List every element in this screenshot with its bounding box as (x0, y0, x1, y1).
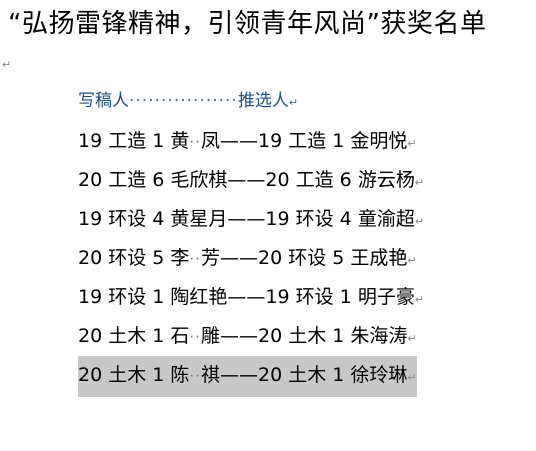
dash-separator: —— (227, 169, 266, 191)
recommender-class: 19 环设 1 (265, 286, 352, 308)
dash-separator: —— (227, 208, 266, 230)
writer-name: 石 (170, 325, 190, 347)
name-spacer: ·· (189, 250, 201, 268)
name-spacer: ·· (189, 328, 201, 346)
empty-paragraph[interactable]: ↵ (2, 56, 11, 72)
writer-name: 黄星月 (170, 208, 228, 230)
recommender-name: 王成艳 (350, 247, 408, 269)
dash-separator: —— (219, 364, 258, 386)
writer-name: 黄 (170, 130, 190, 152)
writer-class: 20 工造 6 (78, 169, 165, 191)
award-row-text: 20 土木 1 石··雕——20 土木 1 朱海涛↵ (78, 325, 417, 347)
writer-name: 陶红艳 (170, 286, 228, 308)
recommender-name: 金明悦 (350, 130, 408, 152)
award-list: 19 工造 1 黄··凤——19 工造 1 金明悦↵ 20 工造 6 毛欣棋——… (78, 122, 424, 397)
recommender-name: 明子豪 (357, 286, 415, 308)
paragraph-mark-icon: ↵ (407, 137, 417, 150)
award-row-text: 20 工造 6 毛欣棋——20 工造 6 游云杨↵ (78, 169, 424, 191)
writer-name: 毛欣棋 (170, 169, 228, 191)
paragraph-mark-icon: ↵ (414, 215, 425, 228)
recommender-label: 推选人 (237, 91, 289, 111)
writer-name-end: 芳 (200, 247, 220, 269)
recommender-class: 19 工造 1 (257, 130, 345, 152)
name-spacer: ·· (189, 367, 201, 385)
recommender-name: 童渝超 (357, 208, 415, 230)
recommender-name: 徐玲琳 (350, 364, 408, 386)
dash-separator: —— (219, 325, 258, 347)
recommender-class: 20 土木 1 (257, 364, 345, 386)
paragraph-mark-icon: ↵ (407, 254, 417, 267)
recommender-class: 20 土木 1 (257, 325, 345, 347)
award-row[interactable]: 19 工造 1 黄··凤——19 工造 1 金明悦↵ (78, 122, 424, 161)
award-row[interactable]: 20 土木 1 石··雕——20 土木 1 朱海涛↵ (78, 317, 424, 356)
dash-separator: —— (219, 247, 258, 269)
writer-name-end: 雕 (200, 325, 220, 347)
writer-name: 李 (170, 247, 190, 269)
document-title: “弘扬雷锋精神，引领青年风尚”获奖名单 (8, 9, 487, 39)
award-row-selected[interactable]: 20 土木 1 陈··祺——20 土木 1 徐玲琳↵ (78, 356, 424, 397)
writer-name-end: 凤 (200, 130, 220, 152)
writer-class: 20 环设 5 (78, 247, 165, 269)
writer-class: 19 工造 1 (78, 130, 165, 152)
award-row[interactable]: 20 工造 6 毛欣棋——20 工造 6 游云杨↵ (78, 161, 424, 200)
recommender-class: 20 工造 6 (265, 169, 352, 191)
paragraph-mark-icon: ↵ (414, 293, 425, 306)
writer-class: 19 环设 1 (78, 286, 165, 308)
award-row-text: 19 环设 4 黄星月——19 环设 4 童渝超↵ (78, 208, 424, 230)
award-row-text: 19 工造 1 黄··凤——19 工造 1 金明悦↵ (78, 130, 417, 152)
dot-leader: ················· (129, 91, 238, 111)
award-row-text: 20 环设 5 李··芳——20 环设 5 王成艳↵ (78, 247, 417, 269)
paragraph-mark-icon: ↵ (414, 176, 425, 189)
writer-label: 写稿人 (78, 91, 129, 111)
award-row[interactable]: 19 环设 1 陶红艳——19 环设 1 明子豪↵ (78, 278, 424, 317)
paragraph-mark-icon: ↵ (407, 371, 417, 384)
writer-name-end: 祺 (200, 364, 220, 386)
recommender-class: 20 环设 5 (257, 247, 345, 269)
award-row-text: 19 环设 1 陶红艳——19 环设 1 明子豪↵ (78, 286, 424, 308)
dash-separator: —— (219, 130, 258, 152)
column-header-line[interactable]: 写稿人·················推选人↵ (78, 90, 298, 114)
dash-separator: —— (227, 286, 266, 308)
paragraph-mark-icon: ↵ (407, 332, 417, 345)
award-row-text: 20 土木 1 陈··祺——20 土木 1 徐玲琳↵ (78, 356, 417, 397)
writer-class: 19 环设 4 (78, 208, 165, 230)
recommender-name: 游云杨 (357, 169, 415, 191)
award-row[interactable]: 19 环设 4 黄星月——19 环设 4 童渝超↵ (78, 200, 424, 239)
writer-class: 20 土木 1 (78, 364, 165, 386)
name-spacer: ·· (189, 133, 201, 151)
recommender-class: 19 环设 4 (265, 208, 352, 230)
writer-name: 陈 (170, 364, 190, 386)
paragraph-mark-icon: ↵ (2, 58, 12, 71)
paragraph-mark-icon: ↵ (288, 96, 299, 109)
recommender-name: 朱海涛 (350, 325, 408, 347)
award-row[interactable]: 20 环设 5 李··芳——20 环设 5 王成艳↵ (78, 239, 424, 278)
writer-class: 20 土木 1 (78, 325, 165, 347)
